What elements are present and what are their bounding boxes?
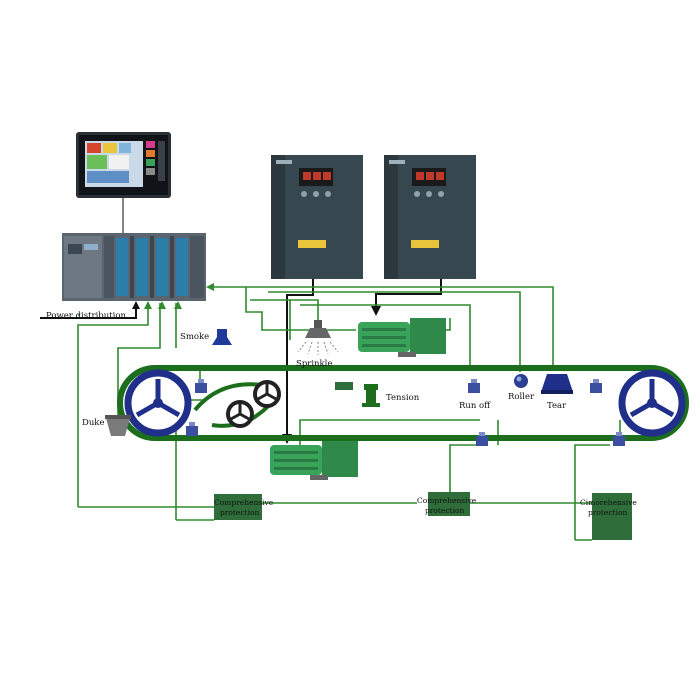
protection-label: Comprehensive [214,498,274,507]
comprehensive-protection-box: Comprehensive protection [417,492,477,516]
conveyor-belt [117,365,689,441]
tear-label: Tear [547,401,567,411]
idler-pulley-icon [253,380,281,408]
protection-label: Comprehensive [417,496,477,505]
smoke-detector-icon [212,329,232,345]
frequency-inverter-icon [384,155,476,279]
deviation-switch-icon [613,432,625,446]
comprehensive-protection-box: Cimorehensive protection [580,493,637,540]
deviation-switch-icon [186,422,198,436]
deviation-switch-icon [590,379,602,393]
protection-label: protection [588,508,627,517]
roller-sensor-icon [514,374,528,388]
tension-device-icon [335,382,380,407]
duke-label: Duke [82,418,104,428]
power-distribution-label: Power distribution [46,311,126,321]
run-off-label: Run off [459,401,491,411]
sprinkle-label: Sprinkle [296,359,332,369]
smoke-label: Smoke [180,332,209,342]
plc-rack-icon [62,233,206,301]
deviation-switch-icon [195,379,207,393]
chute-blockage-icon [105,415,131,436]
sprinkler-icon [297,320,339,355]
gear-motor-icon [270,441,358,480]
deviation-switch-icon [468,379,480,393]
hmi-touch-panel-icon [76,132,171,198]
idler-pulley-icon [226,400,254,428]
comprehensive-protection-box: Comprehensive protection [214,494,274,520]
protection-label: Cimorehensive [580,498,637,507]
protection-label: protection [425,506,464,515]
frequency-inverter-icon [271,155,363,279]
head-pulley-icon [124,369,192,437]
roller-label: Roller [508,392,535,402]
tension-label: Tension [386,393,420,403]
protection-label: protection [220,508,259,517]
tear-detector-icon [541,374,573,394]
deviation-switch-icon [476,432,488,446]
tail-pulley-icon [618,369,686,437]
gear-motor-icon [358,318,446,357]
